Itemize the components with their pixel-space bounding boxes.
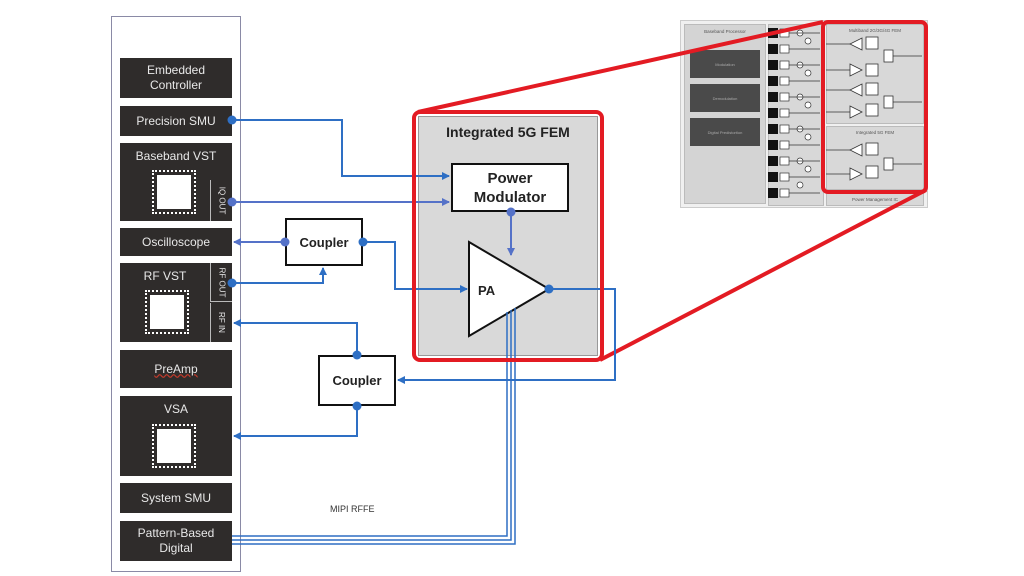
thumbnail-block: Modulation [690, 50, 760, 78]
rf-out-port[interactable]: RF OUT [210, 263, 232, 302]
node-rf-out [227, 278, 237, 288]
vsa-label: VSA [163, 402, 188, 416]
chip-icon [145, 290, 189, 334]
coupler-upper[interactable]: Coupler [285, 218, 363, 266]
thumbnail-block: Digital Predistortion [690, 118, 760, 146]
system-smu-label: System SMU [140, 490, 211, 505]
wire-coupler-to-vsa [233, 406, 358, 440]
wire-smu-to-modulator [232, 119, 450, 180]
pattern-digital-block[interactable]: Pattern-Based Digital [120, 521, 232, 561]
node-pa-out [544, 284, 554, 294]
preamp-block[interactable]: PreAmp [120, 350, 232, 388]
pattern-digital-label: Pattern-Based Digital [137, 526, 215, 555]
rf-in-port[interactable]: RF IN [210, 303, 232, 342]
thumbnail-integrated-title: Integrated 5G FEM [855, 130, 895, 135]
mipi-rffe-bus [232, 308, 516, 545]
coupler-lower[interactable]: Coupler [318, 355, 396, 406]
oscilloscope-label: Oscilloscope [141, 234, 211, 249]
fem-title: Integrated 5G FEM [446, 124, 570, 140]
thumbnail-multiband-title: Multiband 2G/3G/4G FEM [848, 28, 902, 33]
node-coupler-bottom [352, 401, 362, 411]
thumbnail-transceiver-rows [768, 28, 820, 198]
chip-icon [152, 424, 196, 468]
node-iq-out [227, 197, 237, 207]
embedded-controller-block[interactable]: Embedded Controller [120, 58, 232, 98]
oscilloscope-block[interactable]: Oscilloscope [120, 228, 232, 256]
preamp-label: PreAmp [154, 361, 198, 376]
thumbnail-integrated-fem: Integrated 5G FEM [826, 126, 924, 190]
iq-out-port[interactable]: IQ OUT [210, 180, 232, 221]
node-smu [227, 115, 237, 125]
thumbnail-block: Demodulation [690, 84, 760, 112]
node-coupler-top [352, 350, 362, 360]
mipi-rffe-label: MIPI RFFE [330, 504, 375, 514]
zoom-projection-bottom [599, 188, 927, 362]
fem-highlight-frame [412, 110, 604, 362]
wire-rfout-to-coupler [232, 267, 327, 284]
thumbnail-baseband-title: Baseband Processor [704, 29, 746, 34]
fem-body [418, 116, 598, 356]
wire-coupler-to-rfin [233, 319, 358, 355]
precision-smu-block[interactable]: Precision SMU [120, 106, 232, 136]
thumbnail-baseband-section: Baseband Processor Modulation Demodulati… [684, 24, 766, 204]
zoom-projection-top [417, 20, 824, 114]
thumbnail-highlight-frame [821, 20, 928, 194]
vsa-block[interactable]: VSA [120, 396, 232, 476]
chip-icon [152, 170, 196, 214]
precision-smu-label: Precision SMU [136, 113, 216, 128]
embedded-controller-label: Embedded Controller [146, 63, 206, 92]
thumbnail-fem-amplifiers [826, 36, 922, 181]
thumbnail-pmic-label: Power Management IC [851, 197, 899, 202]
node-coupler-left [280, 237, 290, 247]
node-modulator-out [506, 207, 516, 217]
pa-label: PA [478, 283, 496, 298]
wire-coupler-to-pa [363, 241, 468, 293]
rf-vst-label: RF VST [143, 269, 187, 283]
pa-amplifier-symbol [468, 240, 551, 338]
power-modulator-block[interactable]: Power Modulator [451, 163, 569, 212]
node-coupler-right [358, 237, 368, 247]
baseband-vst-label: Baseband VST [135, 149, 217, 163]
system-smu-block[interactable]: System SMU [120, 483, 232, 513]
